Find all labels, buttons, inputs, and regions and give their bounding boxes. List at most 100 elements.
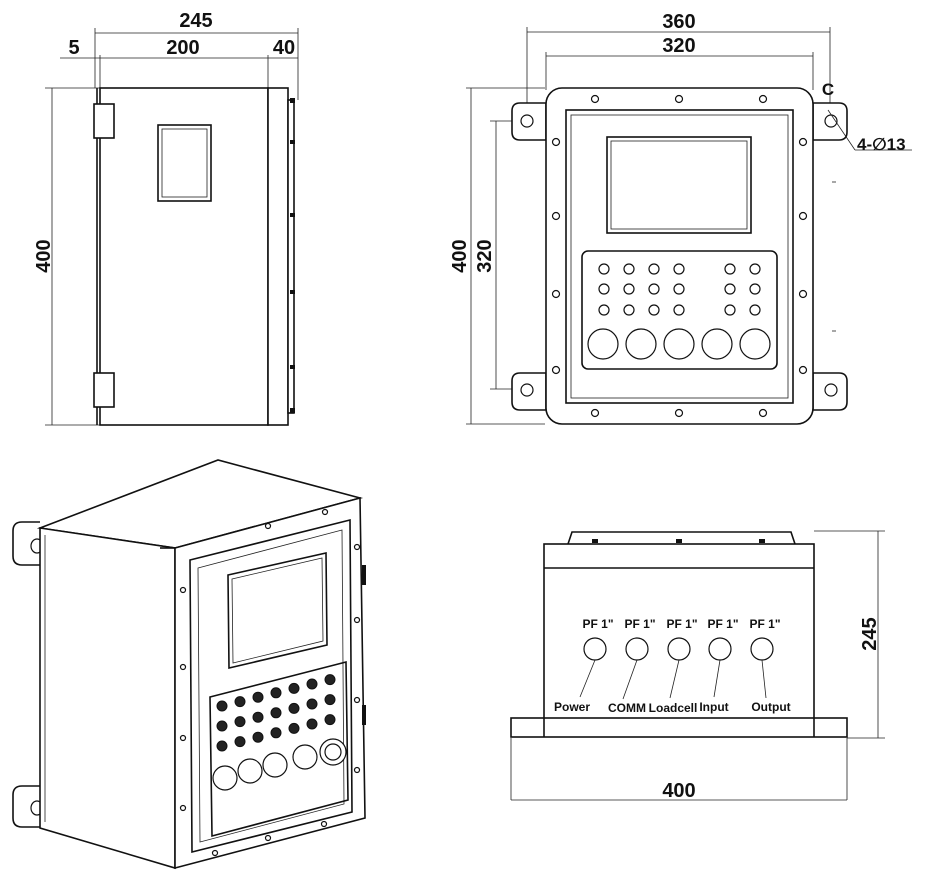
port-input: PF 1" Input [699, 617, 738, 714]
iso-keypad-key [270, 687, 282, 699]
iso-keypad-button [262, 752, 288, 778]
iso-keypad-button [237, 758, 263, 784]
dim-front-overall-height: 400 [449, 239, 471, 272]
port-thread-label: PF 1" [707, 617, 738, 631]
corner-marker: C [822, 80, 834, 99]
bottom-view: 245 400 PF 1" Power PF 1" COMM PF 1" Loa… [510, 530, 885, 802]
iso-keypad-key [306, 678, 318, 690]
side-bolts [290, 98, 295, 413]
iso-keypad-key [234, 736, 246, 748]
iso-keypad-key [216, 720, 228, 732]
iso-keypad-button-inner [324, 743, 342, 761]
port-name-label: COMM [608, 701, 646, 715]
iso-keys [212, 674, 347, 791]
dim-bottom-width: 400 [662, 780, 695, 802]
side-cover [267, 87, 289, 426]
iso-keypad-key [252, 691, 264, 703]
front-view: 360 320 400 320 [449, 11, 912, 425]
iso-keypad-key [234, 696, 246, 708]
iso-screen [227, 552, 328, 670]
iso-left-face [39, 527, 176, 870]
conduit-port [667, 637, 691, 661]
port-output: PF 1" Output [749, 617, 790, 714]
dim-side-cover-depth: 40 [273, 37, 295, 59]
dim-front-overall-width: 360 [662, 11, 695, 33]
keypad-button [587, 328, 619, 360]
iso-ear-bottom [12, 785, 40, 828]
keypad-key [673, 304, 685, 316]
keypad-key [598, 304, 610, 316]
conduit-port [583, 637, 607, 661]
keypad-key [724, 283, 736, 295]
keypad-key [749, 263, 761, 275]
iso-keypad-button [212, 765, 238, 791]
dim-bottom-height: 245 [859, 617, 881, 650]
keypad-key [673, 263, 685, 275]
front-screen [606, 136, 752, 234]
iso-keypad-key [270, 727, 282, 739]
port-loadcell: PF 1" Loadcell [649, 617, 698, 715]
port-comm: PF 1" COMM [608, 617, 656, 715]
dim-front-bolt-spacing-h: 320 [662, 35, 695, 57]
port-thread-label: PF 1" [666, 617, 697, 631]
iso-keypad-key [216, 700, 228, 712]
keypad-key [623, 283, 635, 295]
iso-keypad-key [324, 694, 336, 706]
keypad-key [648, 283, 660, 295]
front-keypad-panel [581, 250, 778, 370]
keypad-key [598, 263, 610, 275]
keypad-key [749, 304, 761, 316]
keypad-key [749, 283, 761, 295]
port-thread-label: PF 1" [624, 617, 655, 631]
keypad-button [701, 328, 733, 360]
dim-side-body-depth: 200 [166, 37, 199, 59]
mount-hole [520, 114, 534, 128]
mount-hole [520, 383, 534, 397]
port-name-label: Loadcell [649, 701, 698, 715]
iso-keypad-key [252, 731, 264, 743]
dim-side-flange: 5 [68, 37, 79, 59]
mount-hole [824, 383, 838, 397]
side-window [157, 124, 212, 202]
isometric-view [12, 459, 366, 870]
conduit-port [750, 637, 774, 661]
holes-label: 4-∅13 [857, 135, 906, 154]
port-power: PF 1" Power [554, 617, 614, 714]
port-name-label: Power [554, 700, 590, 714]
port-thread-label: PF 1" [749, 617, 780, 631]
front-keys [587, 263, 771, 360]
iso-keypad-key [288, 702, 300, 714]
keypad-button [739, 328, 771, 360]
keypad-key [648, 263, 660, 275]
iso-keypad-key [306, 698, 318, 710]
side-hinge-bottom [93, 372, 115, 408]
iso-keypad-key [252, 711, 264, 723]
keypad-button [625, 328, 657, 360]
keypad-key [724, 263, 736, 275]
keypad-key [724, 304, 736, 316]
dim-side-height: 400 [33, 239, 55, 272]
conduit-port [708, 637, 732, 661]
front-bolts [551, 94, 808, 418]
iso-keypad-key [270, 707, 282, 719]
keypad-key [598, 283, 610, 295]
side-view: 245 5 200 40 400 [33, 10, 299, 426]
front-cover-outer [565, 109, 794, 404]
iso-keypad [209, 660, 349, 838]
iso-keypad-key [216, 740, 228, 752]
iso-keypad-button [292, 744, 318, 770]
front-body [545, 87, 814, 425]
iso-keypad-key [288, 682, 300, 694]
port-name-label: Output [751, 700, 790, 714]
iso-keypad-key [306, 718, 318, 730]
iso-keypad-key [288, 722, 300, 734]
conduit-port [625, 637, 649, 661]
keypad-button [663, 328, 695, 360]
iso-ear-top [12, 521, 40, 566]
iso-keypad-key [234, 716, 246, 728]
bottom-base [510, 717, 848, 738]
iso-bolts [179, 508, 361, 857]
bottom-top-lip [567, 531, 796, 545]
keypad-key [623, 304, 635, 316]
